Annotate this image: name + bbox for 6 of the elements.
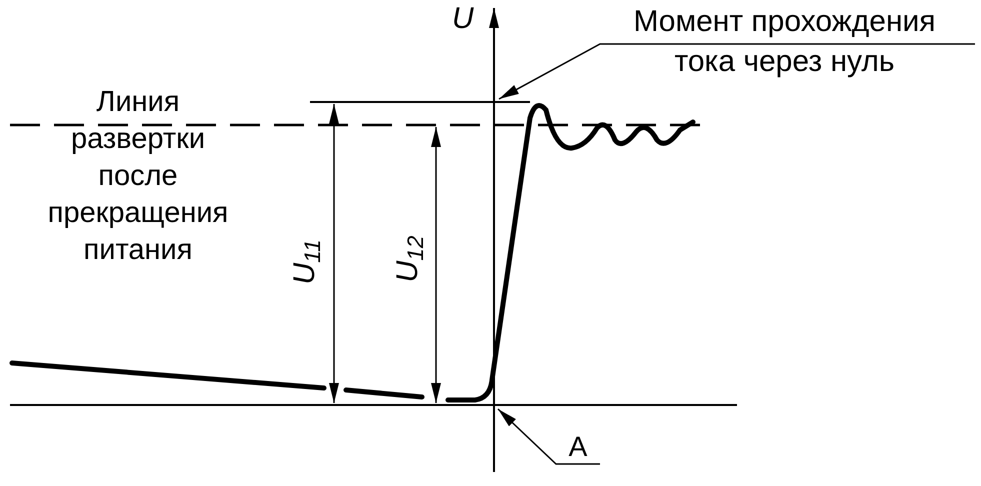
sweep-line-note: Линия развертки после прекращения питания: [46, 85, 230, 268]
callout-text: А: [563, 432, 593, 462]
leader-line: [497, 408, 600, 465]
axis-label: U: [452, 2, 474, 36]
leader-line: [498, 43, 975, 100]
callout-text: Момент прохождения тока через нуль: [612, 2, 957, 82]
